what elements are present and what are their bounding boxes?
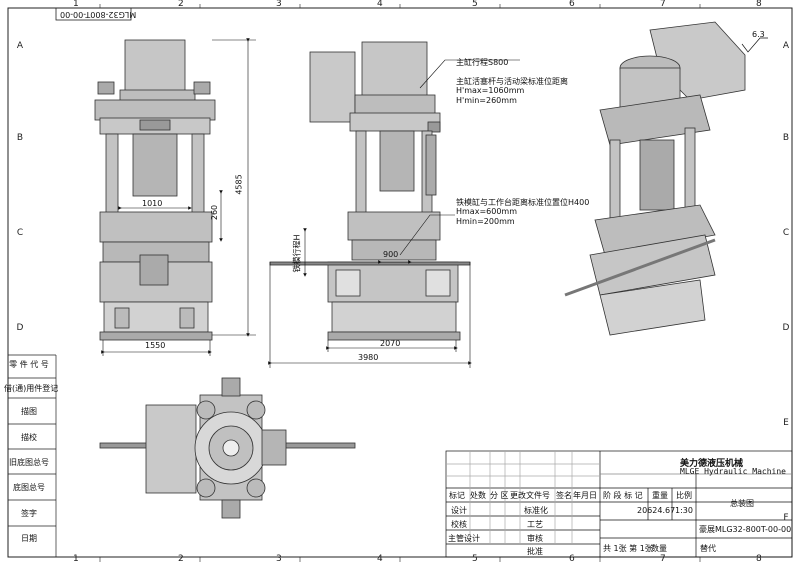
dim-front-top-width: 1010 (142, 199, 163, 208)
side-label-borrowed-register: 借(通)用件登记 (4, 384, 59, 393)
annotation-mold-title: 铁模缸与工作台距离标准位置位H400 (456, 198, 590, 207)
zone-letter-f-right: F (783, 513, 789, 523)
side-label-trace-check: 描校 (21, 433, 37, 442)
zone-number-6-bottom: 6 (569, 554, 575, 564)
title-company-en: MLGE Hydraulic Machine (680, 467, 786, 476)
row-chief-design: 主管设计 (448, 534, 480, 543)
row-check: 校核 (451, 520, 467, 529)
zone-number-3-bottom: 3 (276, 554, 282, 564)
zone-letter-d-left: D (16, 323, 24, 333)
title-scale: 1:30 (675, 506, 693, 515)
zone-number-3-top: 3 (276, 0, 282, 9)
zone-number-5-bottom: 5 (472, 554, 478, 564)
side-label-grid (8, 354, 57, 557)
row-standardize: 标准化 (524, 506, 548, 515)
title-company: 美力德液压机械 (680, 459, 744, 469)
title-drawing-name: 总装图 (730, 499, 754, 508)
row-design: 设计 (451, 506, 467, 515)
row-review: 审核 (527, 534, 543, 543)
zone-letter-b-left: B (16, 133, 24, 143)
zone-number-8-top: 8 (756, 0, 762, 9)
dim-side-vertical: 铁模行程H (292, 234, 302, 273)
zone-letter-c-left: C (16, 228, 24, 238)
annotation-hmax-2: Hmax=600mm (456, 207, 518, 216)
zone-number-1-bottom: 1 (73, 554, 79, 564)
header-date: 年月日 (573, 491, 597, 500)
dim-side-2070: 2070 (380, 339, 401, 348)
title-weight-label: 重量 (652, 491, 668, 500)
title-stage-marks: 阶 段 标 记 (603, 491, 643, 500)
zone-number-8-bottom: 8 (756, 554, 762, 564)
side-label-old-master-no: 旧底图总号 (9, 458, 49, 467)
zone-number-7-bottom: 7 (660, 554, 666, 564)
zone-number-2-top: 2 (178, 0, 184, 9)
zone-number-5-top: 5 (472, 0, 478, 9)
title-drawing-no: 豪展MLG32-800T-00-00 (699, 525, 792, 534)
zone-letter-b-right: B (782, 133, 790, 143)
annotation-hmin-2: Hmin=200mm (456, 217, 515, 226)
annotation-hmax-1: H'max=1060mm (456, 86, 525, 95)
dim-front-height: 4585 (234, 174, 244, 195)
header-zone: 分 区 (490, 491, 509, 500)
zone-number-7-top: 7 (660, 0, 666, 9)
title-replace-label: 替代 (700, 544, 716, 553)
annotation-main-stroke: 主缸行程S800 (456, 58, 509, 67)
dim-front-base: 1550 (145, 341, 166, 350)
row-process: 工艺 (527, 520, 543, 529)
dim-side-3980: 3980 (358, 353, 379, 362)
title-scale-label: 比例 (676, 491, 692, 500)
header-change-doc: 更改文件号 (510, 491, 550, 500)
roughness-value: 6.3 (752, 30, 765, 39)
side-label-master-no: 底图总号 (13, 483, 45, 492)
title-sheets: 共 1张 第 1张 (603, 544, 653, 553)
zone-letter-d-right: D (782, 323, 790, 333)
drawing-id-rotated: МLG32-800T-00-00 (60, 10, 137, 19)
isometric-view (564, 21, 746, 336)
title-weight: 20624.67 (637, 506, 676, 515)
zone-letter-c-right: C (782, 228, 790, 238)
header-signature: 签名 (556, 491, 572, 500)
dim-front-mid: 260 (210, 204, 220, 221)
title-quantity-label: 数量 (651, 544, 667, 553)
header-mark: 标记 (449, 491, 465, 500)
dim-side-900: 900 (383, 250, 399, 259)
zone-number-6-top: 6 (569, 0, 575, 9)
zone-number-1-top: 1 (73, 0, 79, 9)
title-block-lines (445, 450, 793, 558)
zone-letter-a-left: A (16, 41, 24, 51)
side-label-tracing: 描图 (21, 407, 37, 416)
zone-letter-a-right: A (782, 41, 790, 51)
annotation-hmin-1: H'min=260mm (456, 96, 517, 105)
side-label-signature: 签字 (21, 509, 37, 518)
header-count: 处数 (470, 491, 486, 500)
zone-number-4-bottom: 4 (377, 554, 383, 564)
zone-letter-e-right: E (783, 418, 789, 428)
side-label-part-code: 零 件 代 号 (9, 360, 49, 369)
front-view (94, 39, 216, 341)
row-approve: 批准 (527, 547, 543, 556)
zone-number-2-bottom: 2 (178, 554, 184, 564)
top-view (99, 377, 356, 519)
side-view (269, 41, 471, 341)
annotation-piston-title: 主缸活塞杆与活动梁标准位距离 (456, 77, 568, 86)
side-label-date: 日期 (21, 534, 37, 543)
zone-number-4-top: 4 (377, 0, 383, 9)
